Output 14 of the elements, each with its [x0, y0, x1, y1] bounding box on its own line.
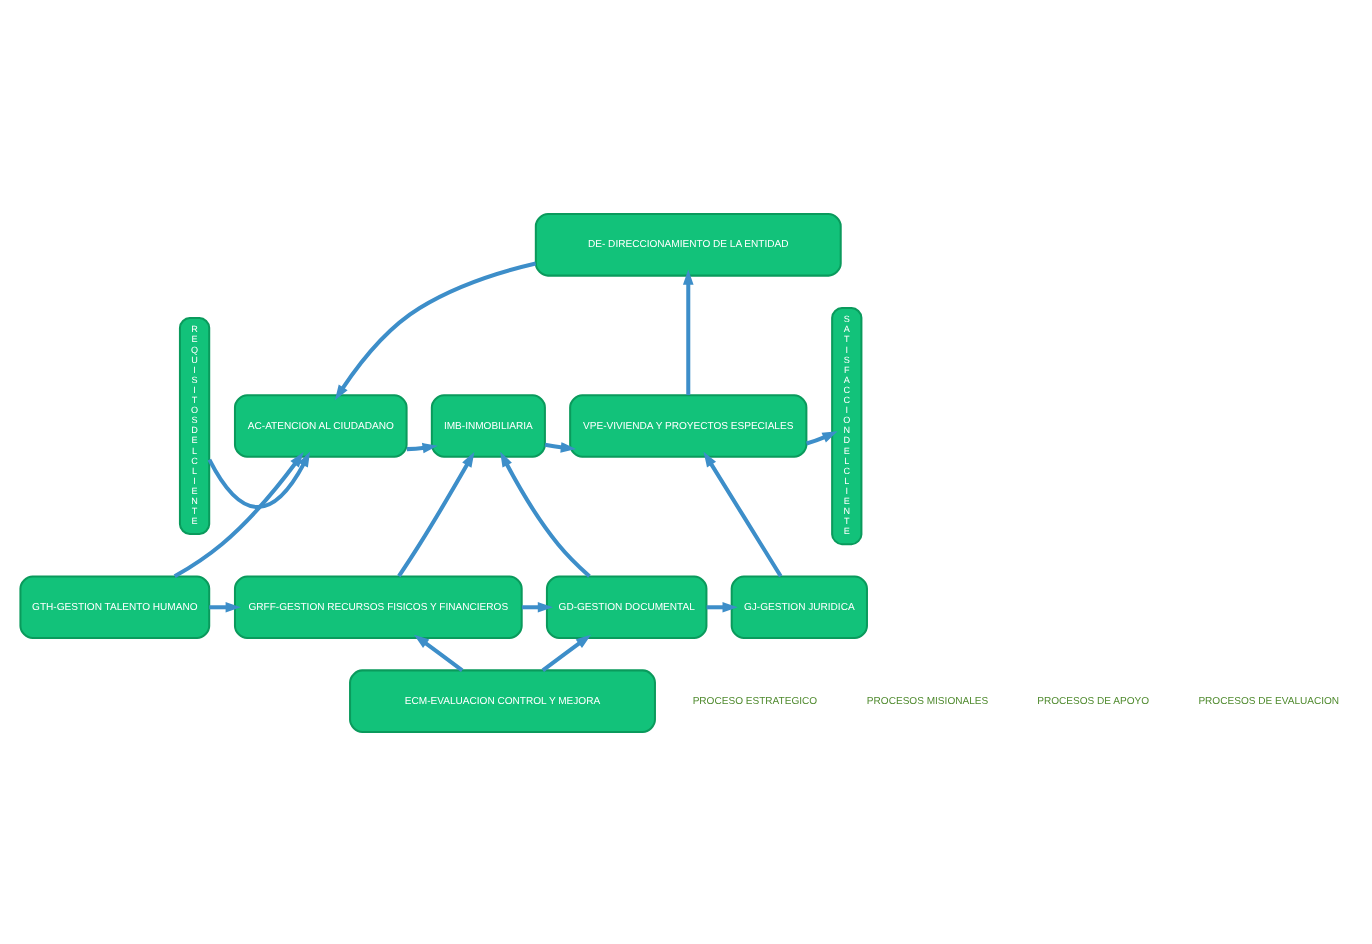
arrow: [500, 450, 591, 577]
arrow: [334, 260, 537, 400]
arrow: [207, 450, 311, 508]
arrow: [682, 268, 694, 395]
arrow: [413, 633, 464, 671]
arrow: [521, 600, 553, 612]
arrow: [397, 450, 475, 577]
arrow: [173, 451, 304, 578]
arrow: [805, 430, 838, 445]
arrow: [209, 600, 241, 612]
arrow: [544, 441, 576, 452]
arrow: [706, 600, 738, 612]
arrow: [541, 633, 592, 671]
arrow: [703, 450, 783, 577]
